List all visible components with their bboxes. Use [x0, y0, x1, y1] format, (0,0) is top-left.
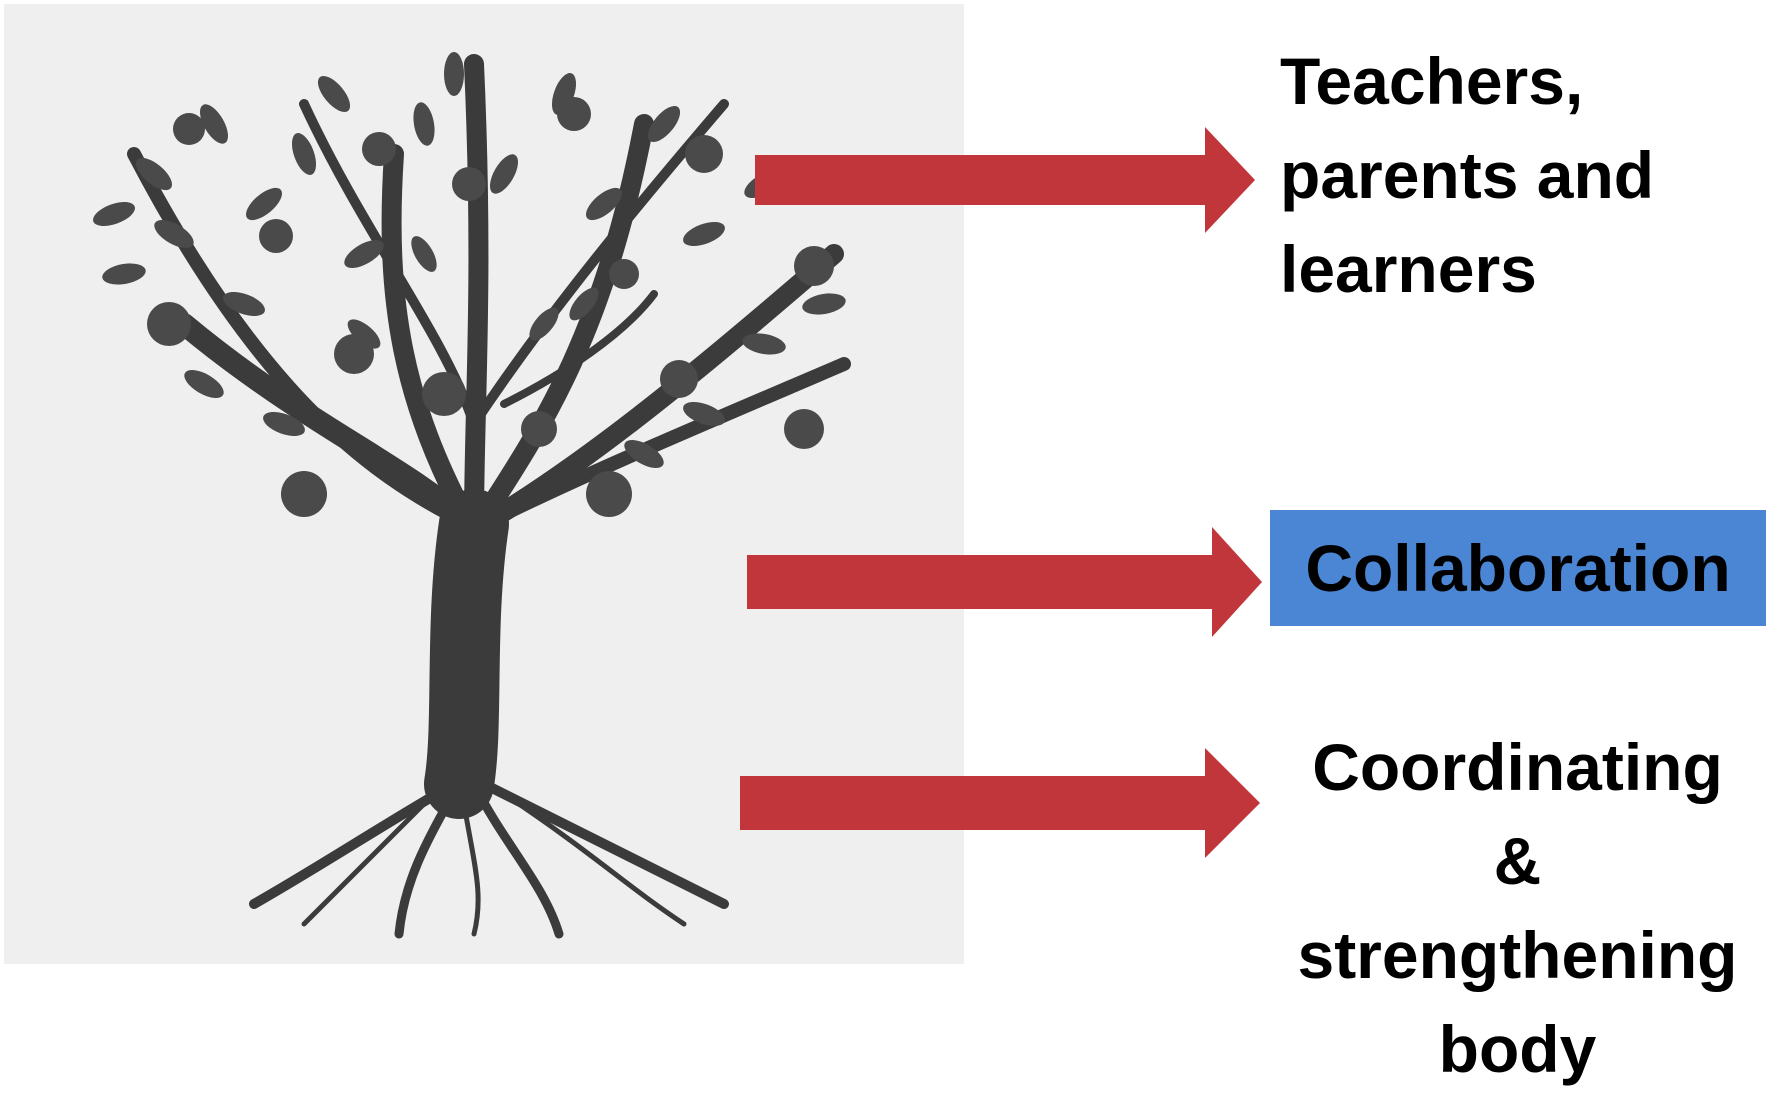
label-bottom-line2: &: [1493, 824, 1542, 898]
label-collaboration: Collaboration: [1270, 510, 1766, 626]
label-bottom-line1: Coordinating: [1312, 730, 1723, 804]
label-teachers-parents-learners: Teachers, parents and learners: [1280, 34, 1654, 316]
label-bottom-line4: body: [1438, 1012, 1597, 1086]
label-bottom-line3: strengthening: [1297, 918, 1738, 992]
arrow-top: [755, 127, 1255, 233]
label-top-line2: parents and: [1280, 138, 1655, 212]
label-top-line3: learners: [1280, 232, 1537, 306]
tree-icon: [93, 52, 851, 939]
label-top-line1: Teachers,: [1280, 44, 1584, 118]
arrow-middle: [747, 527, 1262, 637]
arrow-bottom: [740, 748, 1260, 858]
label-coordinating-body: Coordinating & strengthening body: [1270, 720, 1765, 1096]
